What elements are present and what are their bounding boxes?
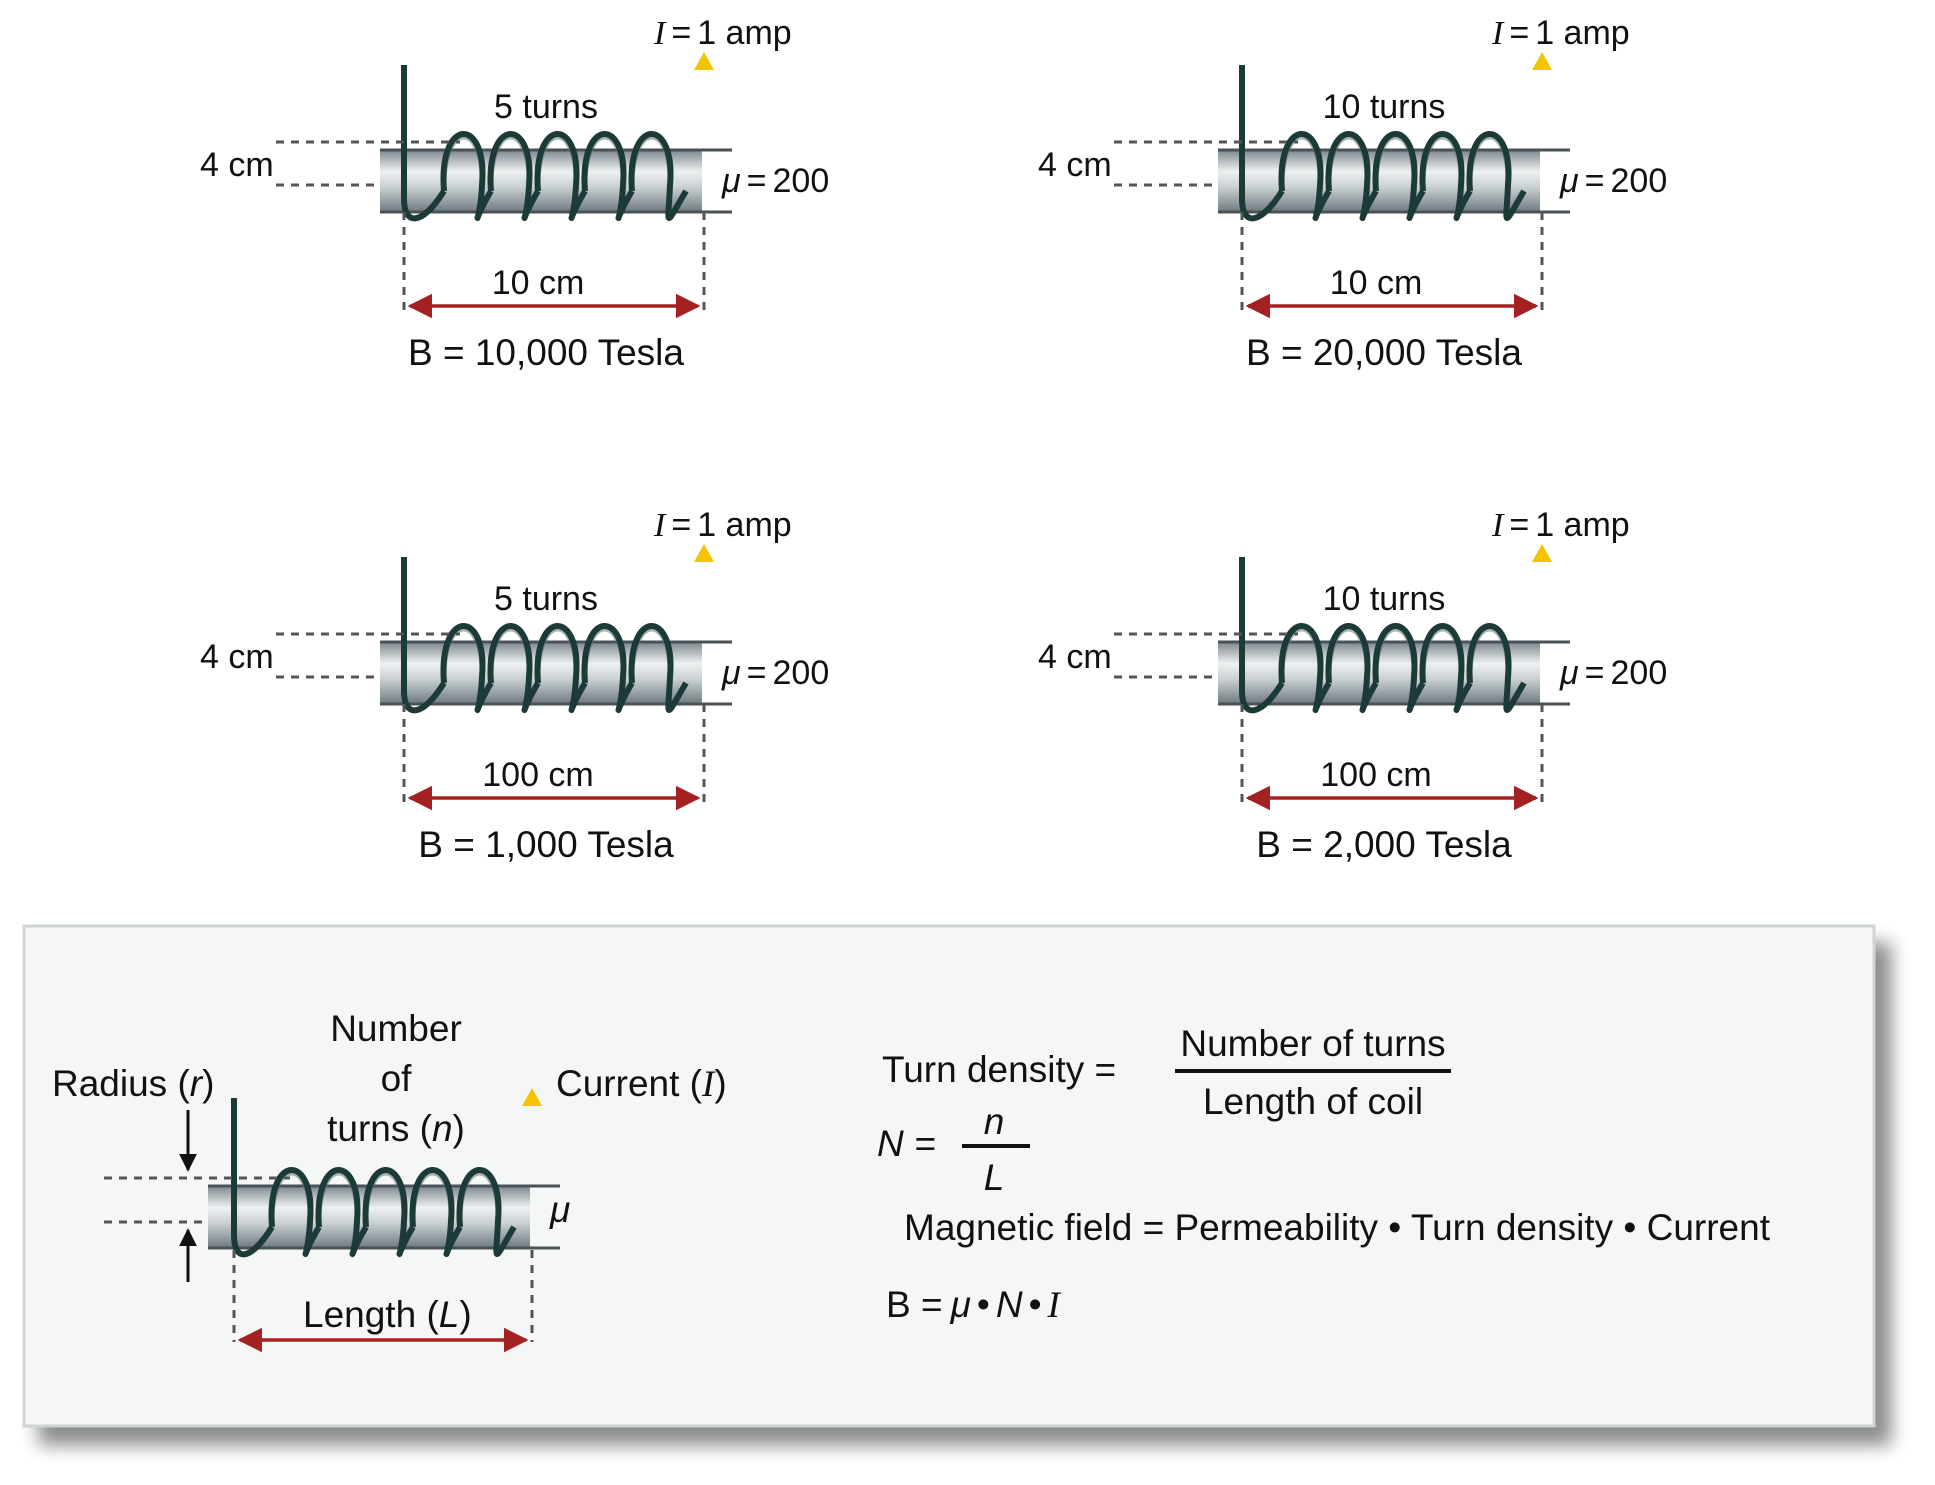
coil-loop bbox=[487, 623, 541, 713]
turns-label-line1: Number bbox=[330, 1008, 462, 1049]
current-arrow-head bbox=[694, 52, 714, 70]
length-label: Length (L) bbox=[303, 1294, 472, 1335]
lead-wire-left bbox=[1239, 557, 1285, 714]
diameter-label: 4 cm bbox=[1038, 638, 1112, 676]
formula-panel: Radius (r) Number of turns (n) Current (… bbox=[22, 924, 1876, 1428]
turn-density-denominator: Length of coil bbox=[1203, 1081, 1423, 1122]
legend-solenoid bbox=[104, 1088, 560, 1353]
current-label: I=1 amp bbox=[1491, 506, 1630, 544]
magnetic-field-equation: Magnetic field = Permeability • Turn den… bbox=[904, 1207, 1771, 1248]
n-equation-denominator: L bbox=[984, 1157, 1005, 1198]
lead-wire-left bbox=[1239, 65, 1285, 222]
coil-loop bbox=[268, 1167, 322, 1257]
magnetic-field-result: B = 10,000 Tesla bbox=[408, 332, 684, 373]
magnetic-field-result: B = 1,000 Tesla bbox=[418, 824, 674, 865]
n-equation-numerator: n bbox=[984, 1101, 1005, 1142]
coil-loop bbox=[628, 623, 689, 713]
coil-loop bbox=[487, 131, 541, 221]
coil-loop bbox=[628, 131, 689, 221]
coil-loop bbox=[1278, 131, 1332, 221]
coil-loop bbox=[534, 131, 588, 221]
current-label: I=1 amp bbox=[1491, 14, 1630, 52]
lead-wire-left bbox=[231, 1098, 275, 1258]
radius-label: Radius (r) bbox=[52, 1063, 214, 1104]
mu-label: μ bbox=[549, 1189, 570, 1230]
lead-wire-left bbox=[401, 65, 447, 222]
solenoid-panel-3: I=1 amp 5 turns 4 cm μ=200 100 cm B = 1,000 T… bbox=[200, 506, 829, 865]
legend-solenoid-coil bbox=[208, 1088, 560, 1258]
coil-loop bbox=[1325, 131, 1379, 221]
current-label: Current (I) bbox=[556, 1063, 727, 1105]
solenoid-panel-4: I=1 amp 10 turns 4 cm μ=200 100 cm B = 2,000 … bbox=[1038, 506, 1667, 865]
diameter-label: 4 cm bbox=[1038, 146, 1112, 184]
coil-loop bbox=[1419, 131, 1473, 221]
coil-loop bbox=[440, 131, 494, 221]
current-label: I=1 amp bbox=[653, 14, 792, 52]
turns-label-line2: of bbox=[381, 1058, 413, 1099]
current-arrow-head bbox=[522, 1088, 542, 1106]
solenoid bbox=[380, 544, 732, 714]
length-label: 100 cm bbox=[482, 756, 594, 794]
coil-loop bbox=[1372, 623, 1426, 713]
solenoid bbox=[1218, 52, 1570, 222]
permeability-label: μ=200 bbox=[1559, 162, 1667, 200]
lead-wire-left bbox=[401, 557, 447, 714]
length-label: 100 cm bbox=[1320, 756, 1432, 794]
length-label: 10 cm bbox=[1330, 264, 1423, 302]
turn-density-numerator: Number of turns bbox=[1180, 1023, 1445, 1064]
current-label: I=1 amp bbox=[653, 506, 792, 544]
solenoid bbox=[1218, 544, 1570, 714]
b-formula: B =μ•N•I bbox=[886, 1284, 1062, 1326]
turns-label: 5 turns bbox=[494, 88, 598, 126]
n-equation-lhs: N = bbox=[877, 1123, 936, 1164]
coil-loop bbox=[315, 1167, 369, 1257]
turns-label-line3: turns (n) bbox=[327, 1108, 465, 1149]
coil-loop bbox=[1419, 623, 1473, 713]
coil-loop bbox=[456, 1167, 517, 1257]
magnetic-field-result: B = 2,000 Tesla bbox=[1256, 824, 1512, 865]
coil-loop bbox=[581, 623, 635, 713]
length-label: 10 cm bbox=[492, 264, 585, 302]
solenoid-panel-1: I=1 amp 5 turns 4 cm μ=200 10 cm B = 10,000 T… bbox=[200, 14, 829, 373]
diameter-label: 4 cm bbox=[200, 638, 274, 676]
turns-label: 10 turns bbox=[1323, 88, 1446, 126]
current-arrow-head bbox=[1532, 52, 1552, 70]
coil-loop bbox=[1325, 623, 1379, 713]
coil-loop bbox=[534, 623, 588, 713]
current-arrow-head bbox=[1532, 544, 1552, 562]
solenoid bbox=[380, 52, 732, 222]
turn-density-lhs: Turn density = bbox=[882, 1049, 1116, 1090]
coil-loop bbox=[1372, 131, 1426, 221]
turns-label: 5 turns bbox=[494, 580, 598, 618]
permeability-label: μ=200 bbox=[1559, 654, 1667, 692]
coil-loop bbox=[409, 1167, 463, 1257]
coil-loop bbox=[362, 1167, 416, 1257]
current-arrow-head bbox=[694, 544, 714, 562]
solenoid-panel-2: I=1 amp 10 turns 4 cm μ=200 10 cm B = 20,000 … bbox=[1038, 14, 1667, 373]
permeability-label: μ=200 bbox=[721, 162, 829, 200]
coil-loop bbox=[1466, 131, 1527, 221]
coil-loop bbox=[1278, 623, 1332, 713]
coil-loop bbox=[581, 131, 635, 221]
coil-loop bbox=[1466, 623, 1527, 713]
diameter-label: 4 cm bbox=[200, 146, 274, 184]
coil-loop bbox=[440, 623, 494, 713]
magnetic-field-result: B = 20,000 Tesla bbox=[1246, 332, 1522, 373]
turns-label: 10 turns bbox=[1323, 580, 1446, 618]
permeability-label: μ=200 bbox=[721, 654, 829, 692]
